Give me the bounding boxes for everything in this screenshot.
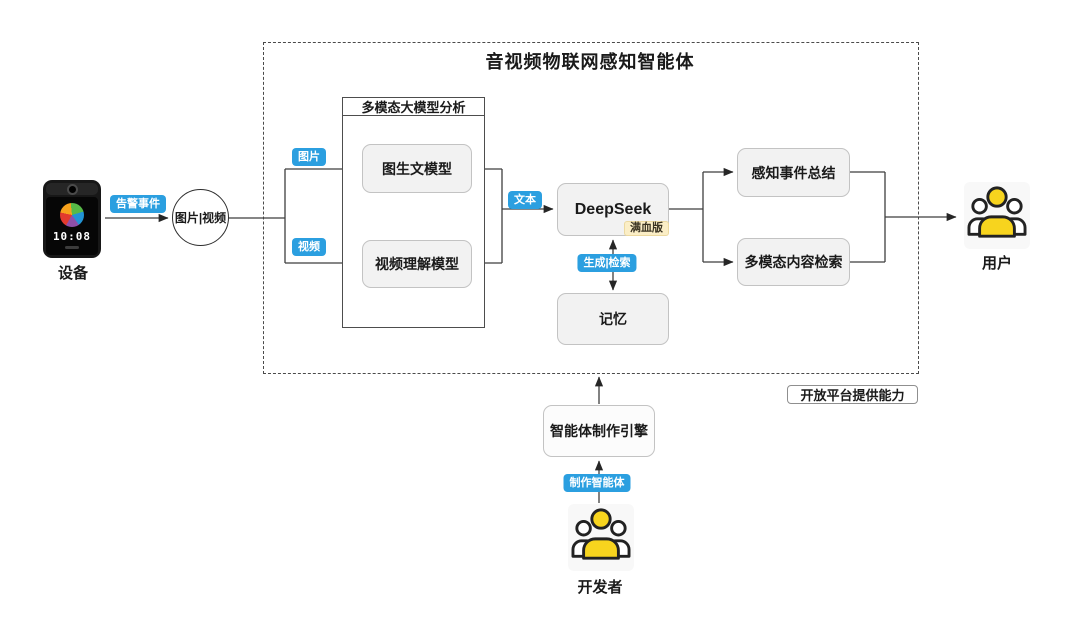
node-img2text-model: 图生文模型 <box>362 144 472 193</box>
badge-video: 视频 <box>292 238 326 256</box>
node-content-retrieval: 多模态内容检索 <box>737 238 850 286</box>
developer-label: 开发者 <box>577 579 623 596</box>
node-video-understanding-model: 视频理解模型 <box>362 240 472 288</box>
node-agent-engine: 智能体制作引擎 <box>543 405 655 457</box>
platform-note: 开放平台提供能力 <box>787 385 918 404</box>
deepseek-variant-badge: 满血版 <box>624 221 669 236</box>
node-memory: 记忆 <box>557 293 669 345</box>
camera-lens-icon <box>66 183 78 195</box>
device-label: 设备 <box>57 265 89 282</box>
badge-text: 文本 <box>508 191 542 209</box>
pinwheel-logo-icon <box>60 203 84 227</box>
analysis-group-title: 多模态大模型分析 <box>343 98 484 116</box>
smartphone-icon: 10:08 <box>43 180 101 258</box>
badge-generate-retrieve: 生成|检索 <box>577 254 637 272</box>
agent-title: 音视频物联网感知智能体 <box>485 52 695 72</box>
phone-clock: 10:08 <box>52 230 92 243</box>
phone-camera <box>46 183 98 195</box>
user-label: 用户 <box>981 255 1013 272</box>
analysis-group-box: 多模态大模型分析 <box>342 97 485 328</box>
node-media-circle: 图片|视频 <box>172 189 229 246</box>
phone-screen: 10:08 <box>46 197 98 255</box>
users-group-icon <box>568 504 634 571</box>
phone-brand-mark <box>65 246 79 249</box>
users-group-icon <box>964 182 1030 249</box>
badge-alert-event: 告警事件 <box>110 195 166 213</box>
agent-boundary-box <box>263 42 919 374</box>
badge-image: 图片 <box>292 148 326 166</box>
node-event-summary: 感知事件总结 <box>737 148 850 197</box>
badge-create-agent: 制作智能体 <box>563 474 631 492</box>
